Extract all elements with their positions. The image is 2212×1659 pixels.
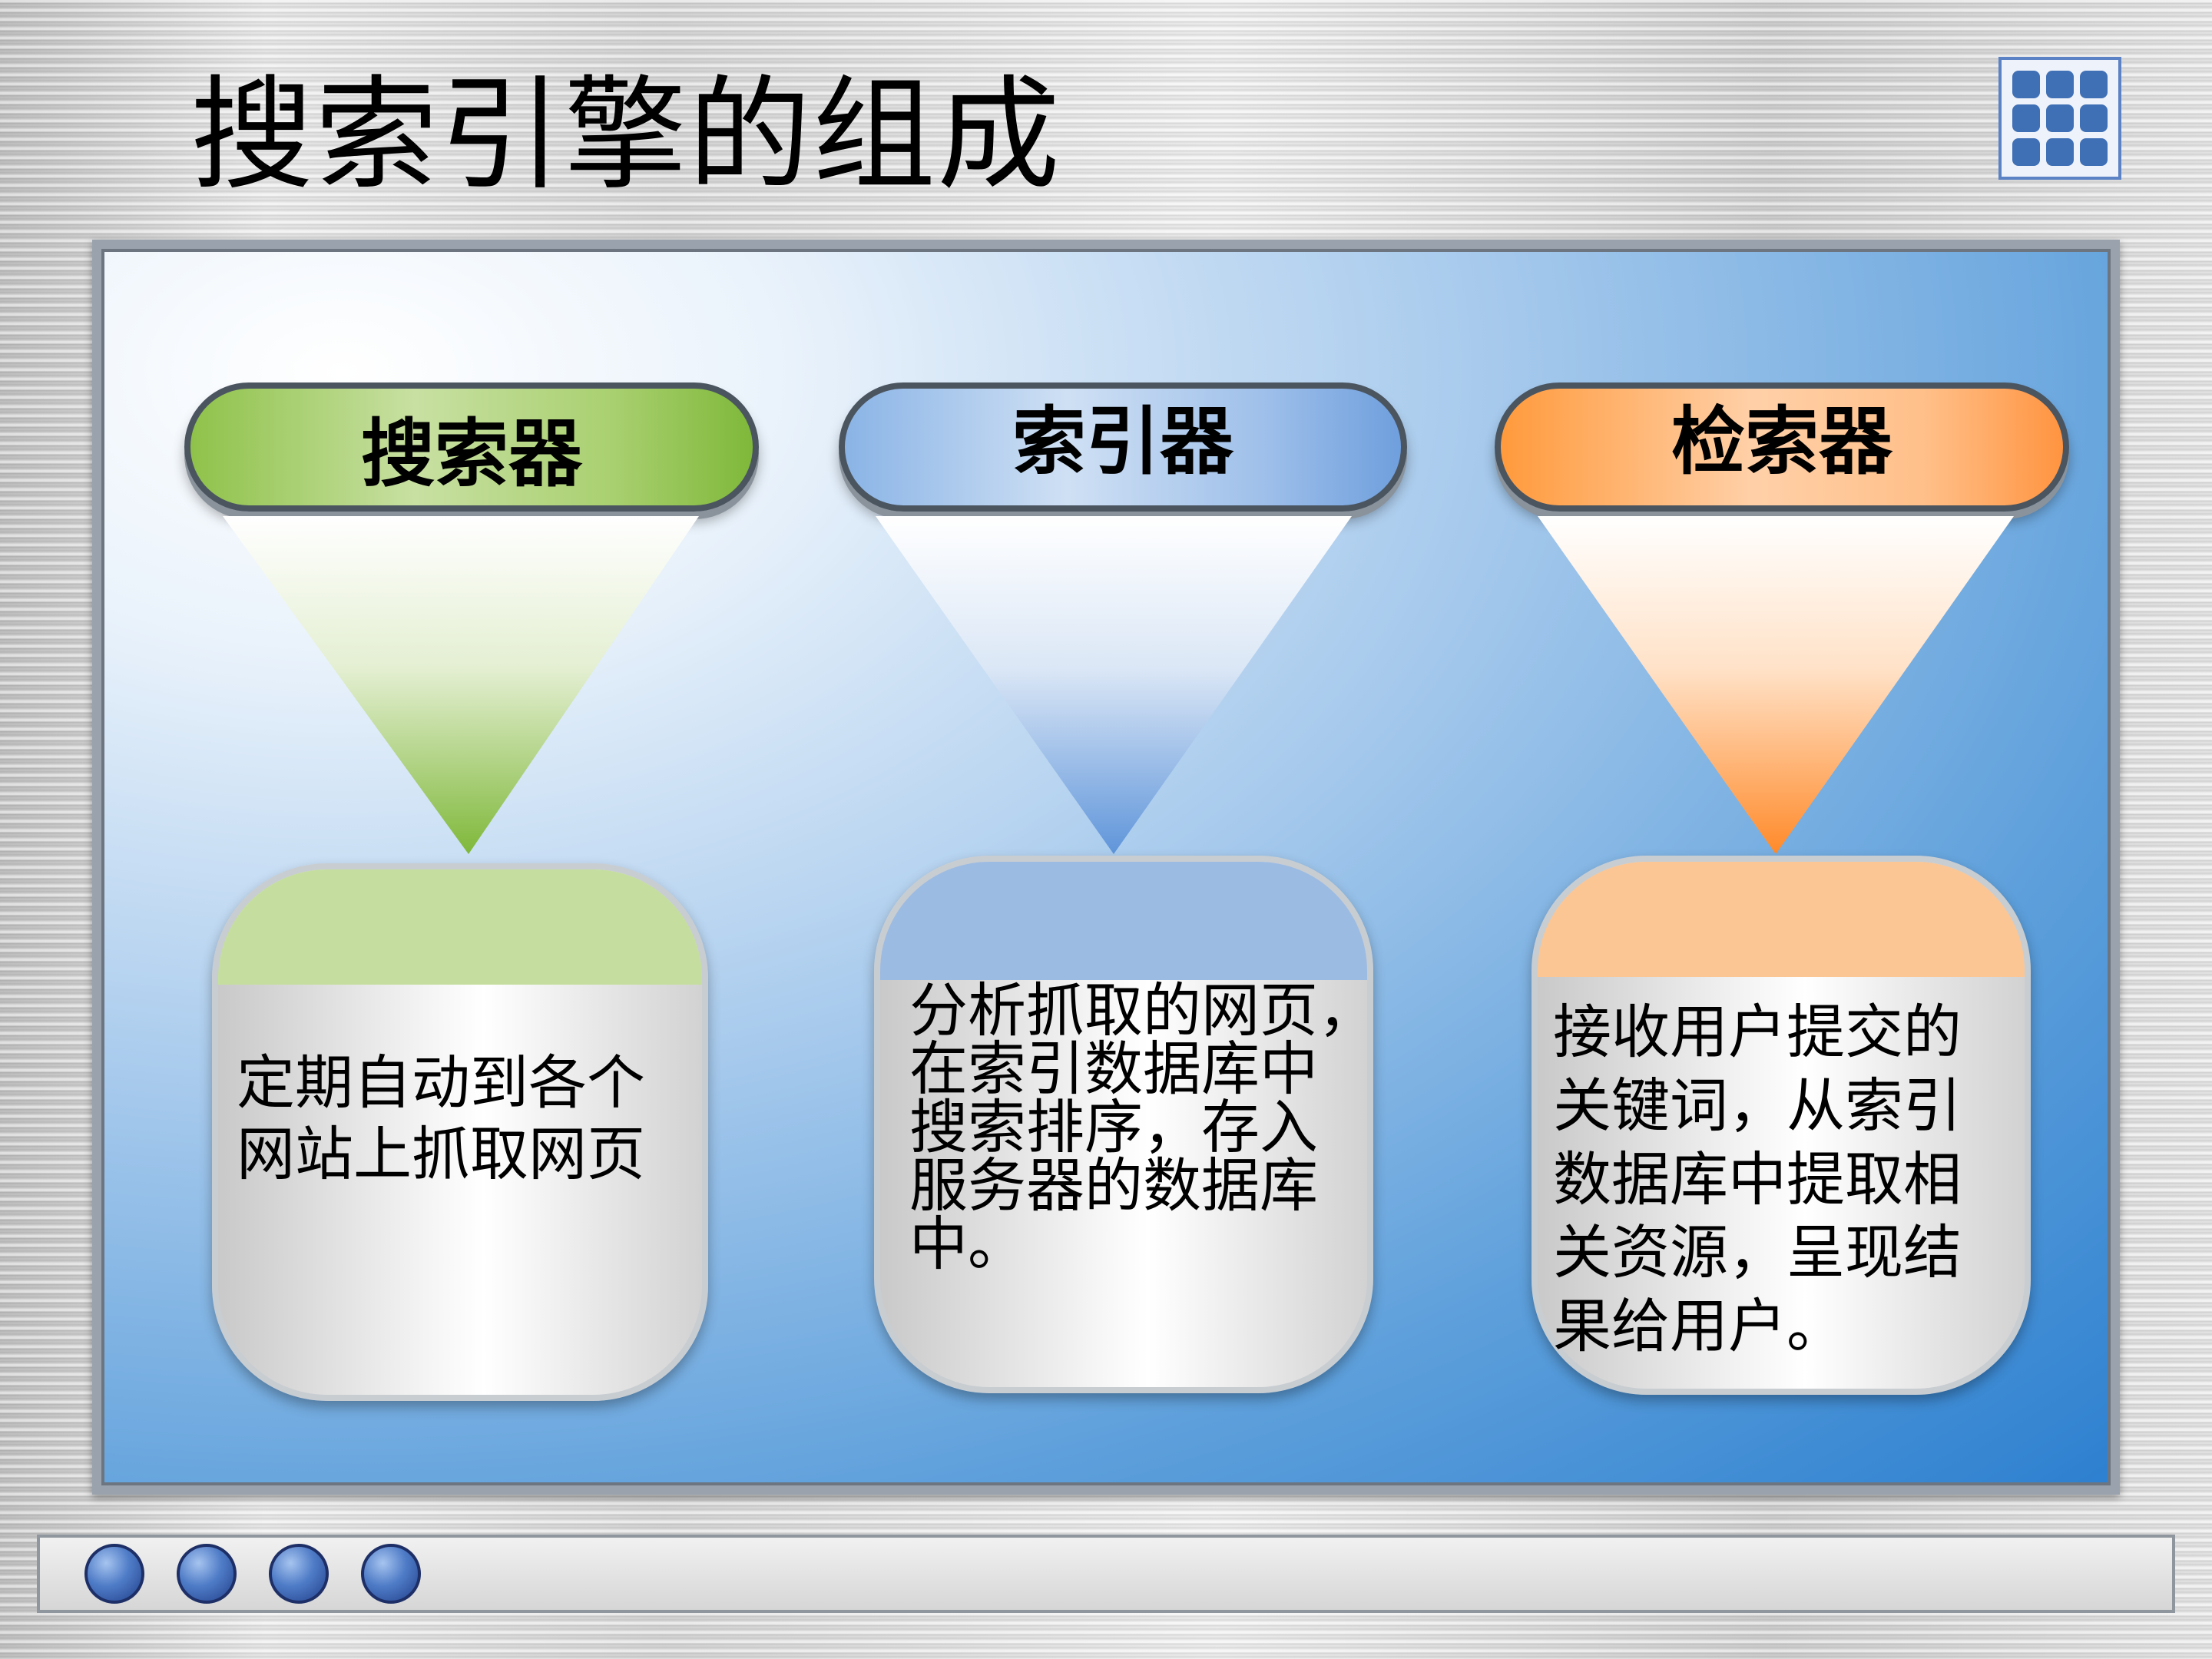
bottom-bar — [37, 1535, 2175, 1613]
nav-circle-icon[interactable] — [361, 1544, 421, 1604]
card-header-band — [1538, 862, 2025, 977]
nav-circle-icon[interactable] — [177, 1544, 237, 1604]
column-card-indexer — [874, 856, 1373, 1393]
card-header-band — [880, 862, 1367, 980]
column-body-indexer: 分析抓取的网页， 在索引数据库中 搜索排序，存入 服务器的数据库 中。 — [909, 976, 1376, 1278]
column-header-crawler: 搜索器 — [184, 382, 759, 512]
nav-circle-icon[interactable] — [84, 1544, 144, 1604]
funnel-triangle-blue — [876, 516, 1352, 854]
column-header-indexer: 索引器 — [839, 382, 1407, 512]
column-header-label: 搜索器 — [361, 409, 582, 497]
column-card-retriever — [1532, 856, 2031, 1395]
funnel-triangle-orange — [1538, 516, 2014, 854]
column-card-crawler — [212, 863, 708, 1401]
column-header-label: 检索器 — [1671, 397, 1892, 485]
slide-title: 搜索引擎的组成 — [190, 63, 1062, 207]
column-body-crawler: 定期自动到各个 网站上抓取网页 — [237, 1048, 645, 1188]
funnel-triangle-green — [223, 516, 699, 854]
card-header-band — [218, 869, 702, 985]
column-body-retriever: 接收用户提交的 关键词，从索引 数据库中提取相 关资源，呈现结 果给用户。 — [1553, 998, 1962, 1360]
column-header-label: 索引器 — [1012, 397, 1233, 485]
column-header-retriever: 检索器 — [1495, 382, 2069, 512]
grid-icon — [1998, 57, 2121, 180]
nav-circle-icon[interactable] — [269, 1544, 329, 1604]
